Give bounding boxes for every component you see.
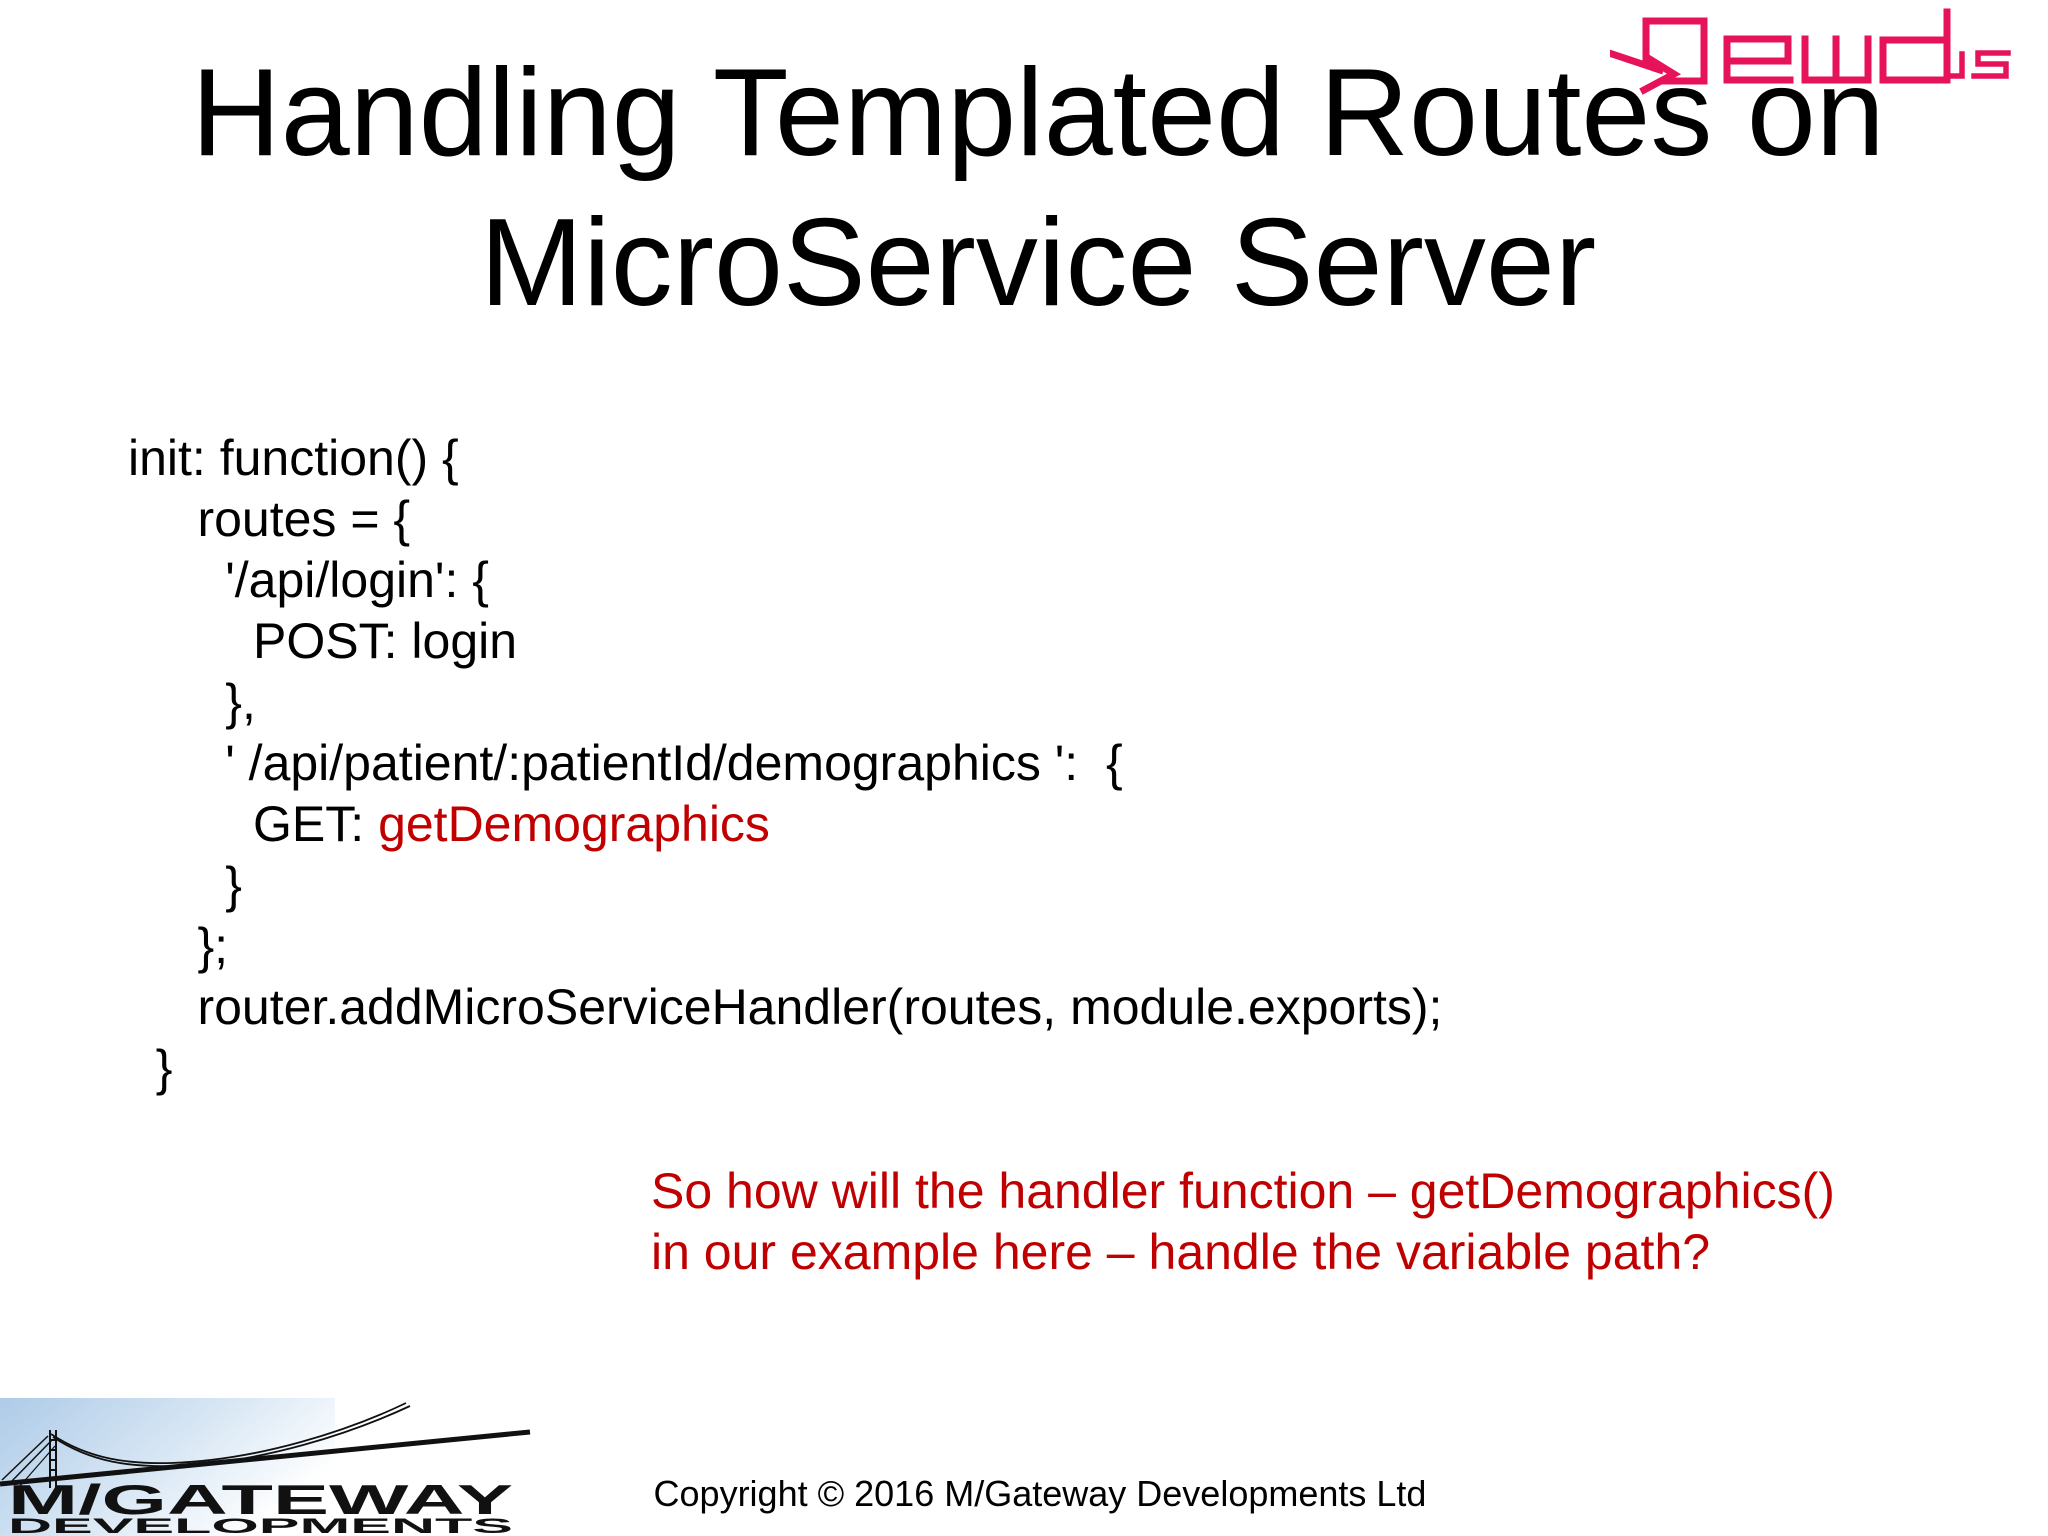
slide-title: Handling Templated Routes on MicroServic… <box>14 38 2048 338</box>
qewd-letter-q <box>1642 17 1708 85</box>
mgateway-logo: M/GATEWAY DEVELOPMENTS <box>0 1398 531 1536</box>
note-line1: So how will the handler function – getDe… <box>651 1163 1835 1219</box>
bridge-stay-line <box>9 1439 53 1484</box>
slide-title-line1: Handling Templated Routes on <box>191 44 1885 182</box>
qewd-letter-e <box>1723 35 1794 84</box>
note-text: So how will the handler function – getDe… <box>651 1161 1835 1283</box>
bridge-tower <box>49 1430 57 1488</box>
qewd-letter-d <box>1879 8 1951 84</box>
bridge-deck-line <box>0 1429 531 1487</box>
code-line: } <box>128 1040 173 1096</box>
code-line: init: function() { <box>128 430 459 486</box>
code-line: }, <box>128 674 256 730</box>
qewd-arrow-shaft-icon <box>1610 49 1665 75</box>
note-line2: in our example here – handle the variabl… <box>651 1224 1711 1280</box>
slide-title-line2: MicroService Server <box>479 194 1597 332</box>
code-line: POST: login <box>128 613 518 669</box>
code-line: }; <box>128 918 229 974</box>
mgateway-subtitle: DEVELOPMENTS <box>8 1515 513 1536</box>
qewd-arrow-head-icon <box>1639 53 1682 95</box>
bridge-stay-line <box>1 1435 49 1481</box>
code-line: GET: getDemographics <box>128 796 770 852</box>
qewd-js-logo <box>1610 8 2011 95</box>
mgateway-wordmark: M/GATEWAY <box>8 1476 513 1523</box>
code-line: } <box>128 857 242 913</box>
bridge-cable-line <box>50 1402 407 1465</box>
qewd-letter-w <box>1801 35 1872 84</box>
bridge-cable-line <box>52 1405 411 1468</box>
code-line: ' /api/patient/:patientId/demographics '… <box>128 735 1123 791</box>
code-line: router.addMicroServiceHandler(routes, mo… <box>128 979 1443 1035</box>
code-line: routes = { <box>128 491 411 547</box>
qewd-letter-s-small <box>1971 50 2011 79</box>
copyright-text: Copyright © 2016 M/Gateway Developments … <box>653 1473 1427 1514</box>
code-block: init: function() { routes = { '/api/logi… <box>128 428 1442 1099</box>
code-line: '/api/login': { <box>128 552 489 608</box>
qewd-letter-j-small <box>1945 51 1965 79</box>
